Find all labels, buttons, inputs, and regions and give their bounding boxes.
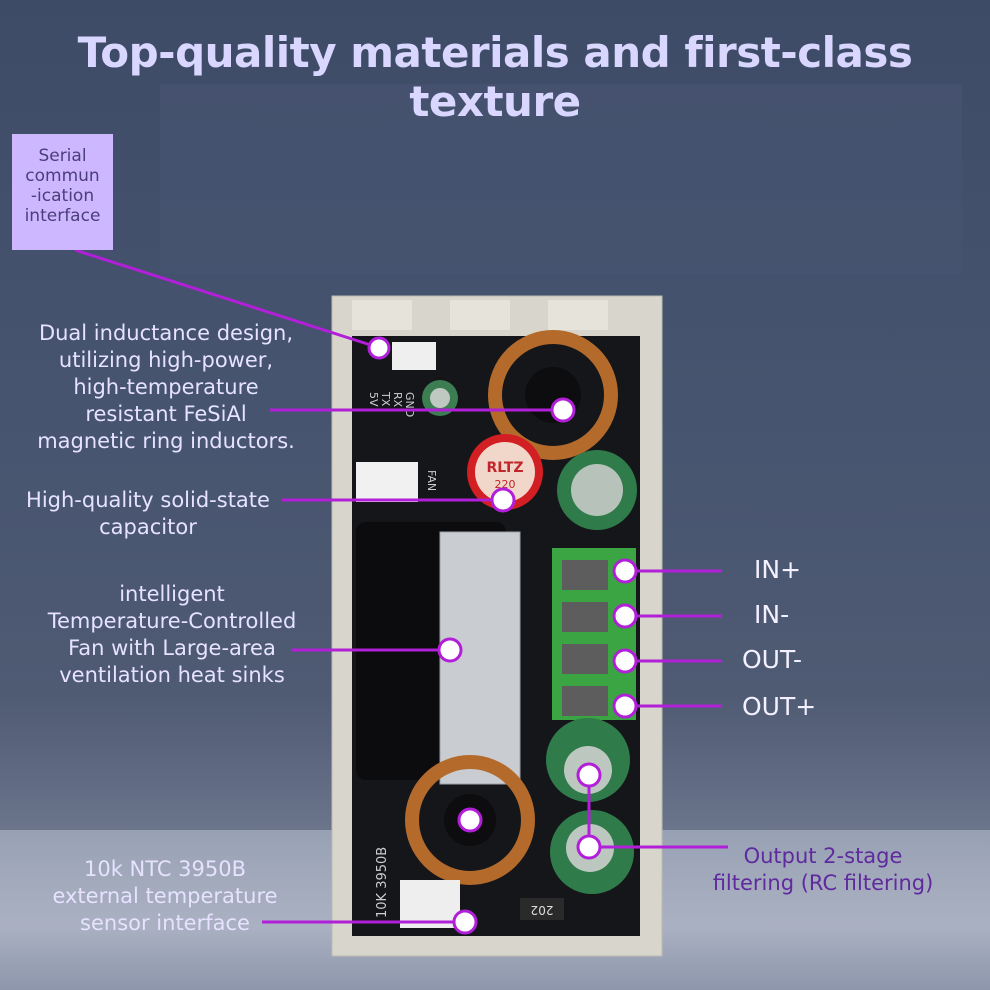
out-plus-marker: [612, 693, 638, 719]
capacitor-brand: RLTZ: [486, 460, 523, 476]
in-plus-marker: [612, 558, 638, 584]
ntc-marker: [452, 909, 478, 935]
callout-line: Output 2-stage: [743, 844, 903, 868]
callout-line: High-quality solid-state: [26, 488, 270, 512]
callout-line: -ication: [30, 186, 95, 206]
callout-line: 10k NTC 3950B: [83, 857, 247, 881]
fan-label: FAN: [425, 470, 438, 491]
input-capacitor-top: [571, 464, 623, 516]
filter-callout: Output 2-stage filtering (RC filtering): [698, 843, 948, 897]
page-title: Top-quality materials and first-class te…: [77, 28, 913, 126]
callout-line: filtering (RC filtering): [712, 871, 934, 895]
serial-header: [392, 342, 436, 370]
capacitor-marker: [490, 487, 516, 513]
capacitor-callout: High-quality solid-state capacitor: [6, 487, 290, 541]
filter-marker-2: [576, 834, 602, 860]
callout-line: utilizing high-power,: [58, 348, 274, 372]
callout-line: high-temperature: [73, 375, 259, 399]
callout-line: external temperature: [52, 884, 278, 908]
callout-line: resistant FeSiAl: [85, 402, 247, 426]
enclosure-tab: [450, 300, 510, 330]
out-minus-marker: [612, 648, 638, 674]
header-pin-label: TX: [379, 391, 392, 407]
background-panel: [160, 84, 962, 274]
header-pin-label: GND: [403, 392, 416, 417]
lower-inductor: [405, 755, 535, 885]
callout-line: sensor interface: [80, 911, 250, 935]
resistor-marking: 202: [531, 903, 554, 917]
callout-line: intelligent: [119, 582, 225, 606]
ntc-connector: [400, 880, 460, 928]
fan-marker: [437, 637, 463, 663]
header-pin-label: 5V: [367, 392, 380, 407]
terminal-label-out-minus: OUT-: [742, 645, 802, 674]
enclosure-tab: [352, 300, 412, 330]
ntc-marking: 10K 3950B: [375, 847, 390, 918]
serial-interface-label: Serial commun -ication interface: [12, 134, 113, 250]
in-minus-marker: [612, 603, 638, 629]
fan-callout: intelligent Temperature-Controlled Fan w…: [22, 581, 322, 689]
filter-marker-1: [576, 762, 602, 788]
callout-line: Serial: [38, 146, 87, 166]
capacitor-value: 220: [495, 478, 516, 491]
callout-line: Temperature-Controlled: [47, 609, 297, 633]
solid-capacitor-top: [475, 442, 535, 502]
callout-line: Dual inductance design,: [38, 321, 294, 345]
terminal-screw: [562, 686, 608, 716]
terminal-label-out-plus: OUT+: [742, 692, 817, 721]
inductor-callout: Dual inductance design, utilizing high-p…: [16, 320, 316, 455]
terminal-label-in-plus: IN+: [754, 555, 802, 584]
callout-line: ventilation heat sinks: [59, 663, 285, 687]
serial-marker: [367, 336, 391, 360]
fan-connector: [356, 462, 418, 502]
enclosure-tab: [548, 300, 608, 330]
resistor: [520, 898, 564, 920]
lower-inductor-marker: [457, 807, 483, 833]
ntc-callout: 10k NTC 3950B external temperature senso…: [30, 856, 300, 937]
terminal-screw: [562, 602, 608, 632]
callout-line: capacitor: [99, 515, 197, 539]
upper-inductor: [488, 330, 618, 460]
callout-line: commun: [25, 166, 100, 186]
small-capacitor-top: [430, 388, 450, 408]
terminal-screw: [562, 560, 608, 590]
callout-line: magnetic ring inductors.: [37, 429, 295, 453]
inductor-marker: [550, 397, 576, 423]
serial-leader-line: [74, 248, 381, 350]
header-pin-label: RX: [391, 392, 404, 408]
callout-line: interface: [24, 206, 101, 226]
callout-line: Fan with Large-area: [68, 636, 276, 660]
terminal-label-in-minus: IN-: [754, 600, 790, 629]
terminal-screw: [562, 644, 608, 674]
